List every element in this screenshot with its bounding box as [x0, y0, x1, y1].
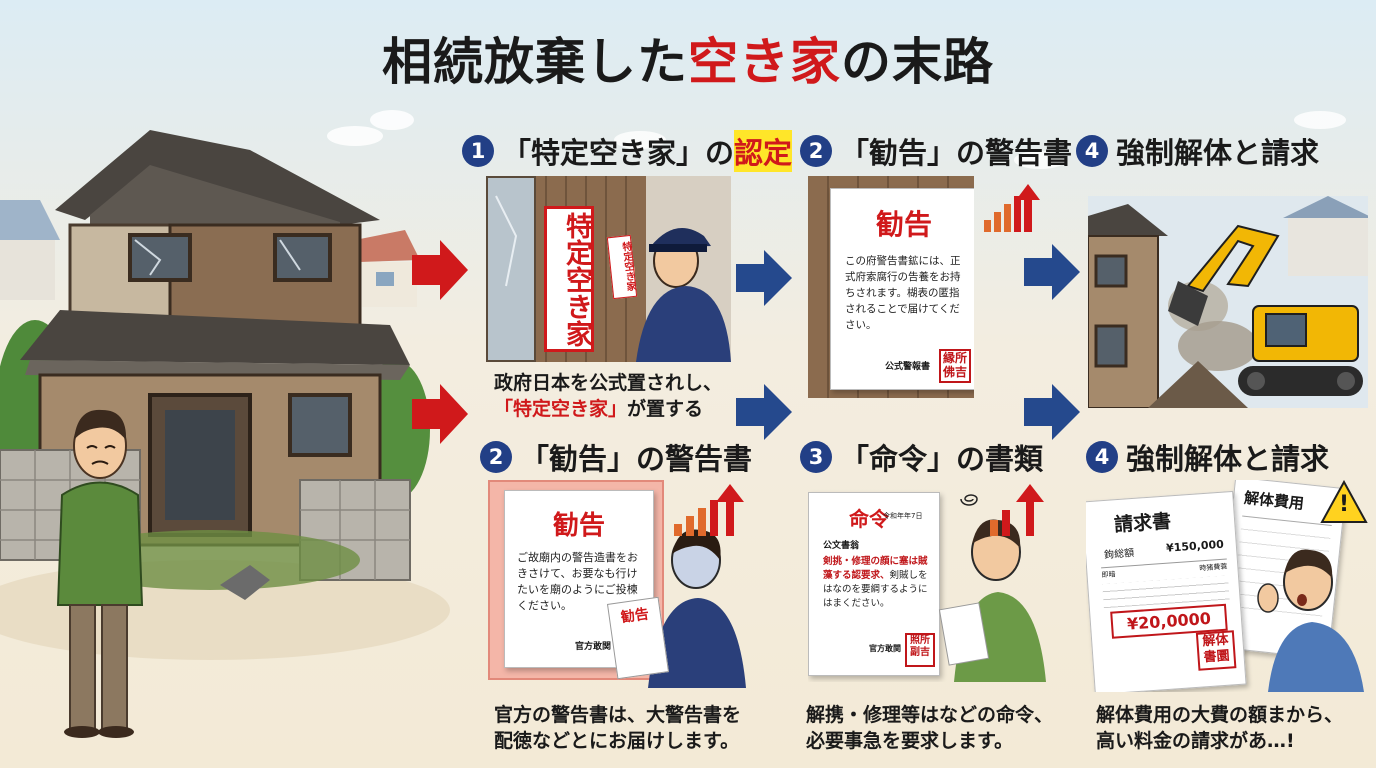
step-heading-demolition-top: 4 強制解体と請求 — [1076, 130, 1319, 172]
panel-warning-bottom: 勧告 ご故廟内の警告造書をおきさけて、お要なも行けたいを廟のようにご投楝ください… — [488, 480, 746, 688]
caption-line: 政府日本を公式置されし、 — [494, 372, 723, 394]
warning-mark: ! — [1338, 492, 1350, 517]
step-heading-order: 3 「命令」の書類 — [800, 436, 1043, 478]
person-shocked-illustration — [1257, 549, 1364, 692]
bar-graph-up-icon — [990, 484, 1044, 536]
caption-line: 解携・修理等はなどの命令、 — [806, 704, 1054, 726]
panel-designation: 特定空き家 特定空き家 — [486, 176, 731, 362]
step-heading-text: 強制解体と請求 — [1116, 136, 1320, 170]
invoice-document: 請求書 鉤総額 ¥150,000 即暗 時猪費蓑 ¥20,0000 解体 書圜 — [1086, 490, 1247, 692]
order-document-body-highlight: 剣挑・修理の顔に塞は賊藻する認要求、 — [823, 556, 928, 581]
warning-letter-footer: 公式警報書 — [885, 362, 931, 372]
step-heading-highlight: 認定 — [734, 130, 793, 172]
order-document: 命令 令和年年7日 公文書翁 剣挑・修理の顔に塞は賊藻する認要求、剣賊しをはなの… — [808, 492, 940, 676]
caption-order: 解携・修理等はなどの命令、 必要事急を要求します。 — [806, 702, 1053, 754]
order-document-footer: 官方敢関 — [869, 644, 901, 653]
panel-invoice: 解体費用 請求書 鉤総額 ¥150,000 即暗 時猪費蓑 ¥20,0000 解… — [1086, 480, 1370, 692]
invoice-column-header: 時猪費蓑 — [1199, 562, 1228, 573]
panel-warning-top: 勧告 この府警告書鉱には、正式府索腐行の告養をお持ちされます。楜表の匿指されるこ… — [808, 176, 974, 398]
warning-letter-body: この府警告書鉱には、正式府索腐行の告養をお持ちされます。楜表の匿指されることで届… — [845, 255, 961, 331]
order-document-body: 剣賊しをはなのを要綢するようにはまください。 — [823, 570, 928, 609]
right-arrow-icon — [1024, 244, 1080, 300]
step-number-badge: 3 — [800, 441, 832, 473]
warning-letter-body: ご故廟内の警告造書をおきさけて、お要なも行けたいを廟のようにご投楝ください。 — [517, 551, 638, 612]
step-heading-warning-top: 2 「勧告」の警告書 — [800, 130, 1072, 172]
person-reading-illustration — [648, 529, 746, 688]
warning-letter: 勧告 ご故廟内の警告造書をおきさけて、お要なも行けたいを廟のようにご投楝ください… — [504, 490, 654, 668]
order-document-subtitle: 公文書翁 — [823, 541, 860, 551]
official-seal: 解体 書圜 — [1195, 630, 1237, 671]
right-arrow-icon — [412, 384, 468, 444]
caption-line: 官方の警告書は、大警告書を — [494, 704, 742, 726]
order-document-date: 令和年年7日 — [883, 512, 923, 520]
step-number-badge: 2 — [480, 441, 512, 473]
warning-icon — [1320, 480, 1368, 523]
step-heading-text: 「特定空き家」の — [502, 136, 735, 170]
caption-highlight: 「特定空き家」 — [494, 398, 628, 420]
invoice-amount-label: 鉤総額 — [1103, 547, 1135, 562]
abandoned-house-illustration — [0, 130, 430, 600]
step-number-badge: 4 — [1076, 135, 1108, 167]
step-heading-text: 強制解体と請求 — [1126, 442, 1330, 476]
person-worried-illustration — [56, 409, 144, 738]
step-heading-text: 「勧告」の警告書 — [840, 136, 1073, 170]
excavator-demolition-illustration — [1088, 196, 1368, 408]
worry-swirl-icon — [960, 494, 978, 506]
caption-line: 必要事急を要求します。 — [806, 730, 1014, 752]
caption-line: 高い料金の請求があ…! — [1096, 730, 1295, 752]
invoice-amount: ¥150,000 — [1165, 537, 1225, 555]
right-arrow-icon — [736, 250, 792, 306]
title-text: 相続放棄した — [382, 33, 688, 91]
designation-sign: 特定空き家 — [544, 206, 594, 352]
caption-line: 配徳などとにお届けします。 — [494, 730, 740, 752]
right-arrow-icon — [736, 384, 792, 440]
right-arrow-icon — [412, 240, 468, 300]
step-number-badge: 4 — [1086, 441, 1118, 473]
title-highlight: 空き家 — [688, 33, 841, 91]
warning-letter-footer: 官方敢関 — [575, 642, 612, 652]
step-heading-text: 「勧告」の警告書 — [520, 442, 753, 476]
official-seal: 照所 副吉 — [905, 633, 935, 667]
invoice-rows — [1102, 575, 1230, 609]
caption-warning: 官方の警告書は、大警告書を 配徳などとにお届けします。 — [494, 702, 741, 754]
official-seal: 縁所 佛吉 — [939, 349, 971, 383]
caption-designation: 政府日本を公式置されし、 「特定空き家」が置する — [494, 370, 722, 422]
step-heading-demolition-bottom: 4 強制解体と請求 — [1086, 436, 1329, 478]
step-number-badge: 1 — [462, 135, 494, 167]
panel-order: 命令 令和年年7日 公文書翁 剣挑・修理の顔に塞は賊藻する認要求、剣賊しをはなの… — [808, 486, 1048, 682]
warning-letter-title: 勧告 — [875, 208, 932, 241]
step-heading-designation: 1 「特定空き家」の認定 — [462, 130, 793, 172]
panel-demolition-top — [1088, 196, 1368, 408]
title-text-end: の末路 — [841, 33, 994, 91]
warning-letter: 勧告 この府警告書鉱には、正式府索腐行の告養をお持ちされます。楜表の匿指されるこ… — [830, 188, 974, 390]
invoice-column-header: 即暗 — [1101, 570, 1116, 580]
right-arrow-icon — [1024, 384, 1080, 440]
held-paper: 勧告 — [606, 596, 670, 680]
page-title: 相続放棄した空き家の末路 — [0, 22, 1376, 94]
door-illustration — [486, 176, 731, 362]
step-heading-warning-bottom: 2 「勧告」の警告書 — [480, 436, 752, 478]
caption-line: 解体費用の大費の額まから、 — [1096, 704, 1344, 726]
bar-graph-up-icon — [984, 184, 1040, 232]
order-document-title: 命令 — [849, 507, 889, 531]
step-number-badge: 2 — [800, 135, 832, 167]
caption-line: が置する — [627, 398, 704, 420]
warning-letter-title: 勧告 — [552, 511, 605, 541]
caption-invoice: 解体費用の大費の額まから、 高い料金の請求があ…! — [1096, 702, 1343, 754]
bar-graph-up-icon — [674, 484, 744, 536]
step-heading-text: 「命令」の書類 — [840, 442, 1044, 476]
